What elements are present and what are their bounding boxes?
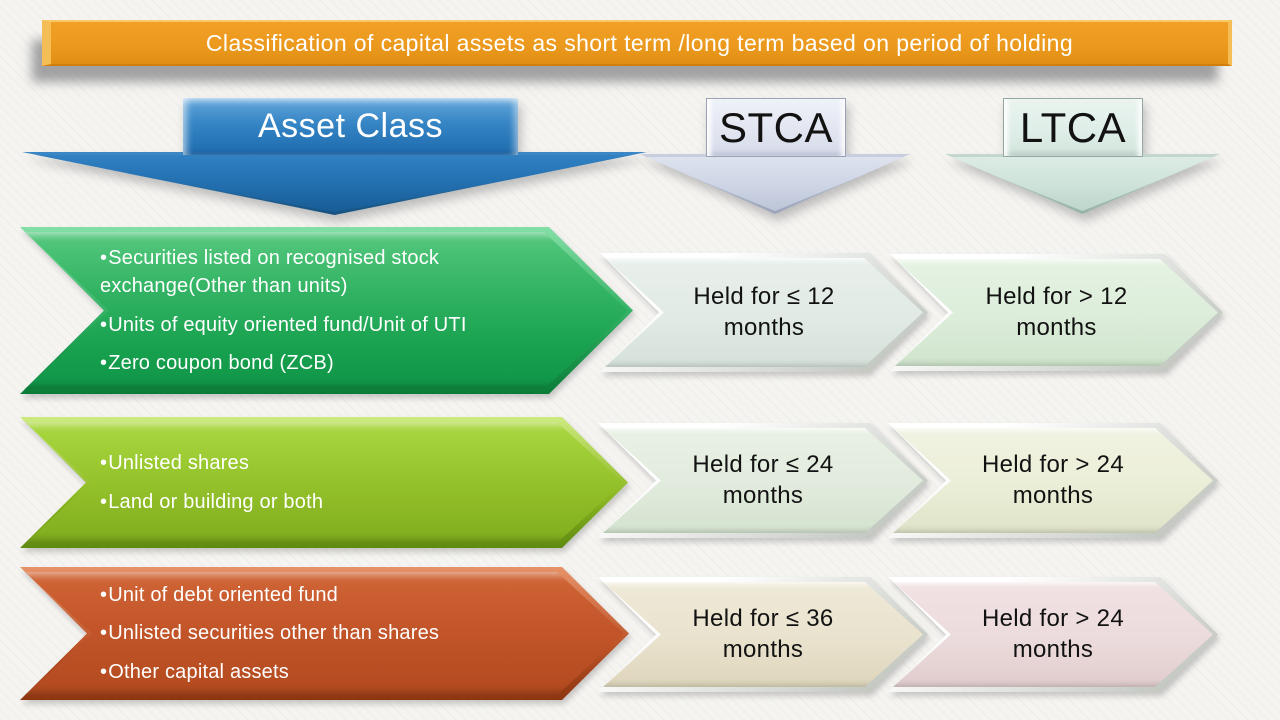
ltca-down-arrow-icon <box>945 154 1220 214</box>
holding-period-line1: Held for ≤ 36 <box>692 604 834 632</box>
holding-period-label: Held for > 24 months <box>888 423 1218 538</box>
ltca-down-arrow-face <box>948 157 1217 211</box>
stca-down-arrow-face <box>643 157 907 211</box>
holding-period-line2: months <box>722 481 804 509</box>
holding-period-line1: Held for > 24 <box>982 604 1124 632</box>
asset-class-header: Asset Class <box>183 98 518 155</box>
asset-class-header-label: Asset Class <box>258 107 443 145</box>
holding-period-label: Held for > 12 months <box>890 254 1223 371</box>
holding-period-line2: months <box>1016 313 1097 341</box>
holding-period-line2: months <box>722 635 804 663</box>
holding-period-line1: Held for > 12 <box>985 282 1128 310</box>
holding-period-line2: months <box>723 313 805 341</box>
asset-item: Unlisted shares <box>100 449 533 477</box>
holding-period-line1: Held for > 24 <box>982 450 1124 478</box>
asset-item: Other capital assets <box>100 658 534 686</box>
holding-period-line2: months <box>1012 635 1094 663</box>
holding-period-line1: Held for ≤ 12 <box>693 282 835 310</box>
asset-item: Units of equity oriented fund/Unit of UT… <box>100 311 538 339</box>
arrow-face <box>25 422 623 543</box>
holding-period-label: Held for ≤ 36 months <box>598 577 928 692</box>
stca-period-chevron-row3: Held for ≤ 36 months <box>598 577 928 692</box>
holding-period-label: Held for > 24 months <box>888 577 1218 692</box>
ltca-header: LTCA <box>1003 98 1143 157</box>
asset-item: Land or building or both <box>100 488 533 516</box>
asset-item: Securities listed on recognised stock ex… <box>100 244 538 301</box>
stca-header: STCA <box>706 98 846 157</box>
asset-list-row2: Unlisted shares Land or building or both <box>20 417 628 548</box>
asset-group-arrow-row2: Unlisted shares Land or building or both <box>20 417 628 548</box>
slide-title: Classification of capital assets as shor… <box>205 29 1074 56</box>
asset-list-row3: Unit of debt oriented fund Unlisted secu… <box>20 567 629 700</box>
holding-period-label: Held for ≤ 24 months <box>598 423 928 538</box>
stca-period-chevron-row1: Held for ≤ 12 months <box>600 253 928 372</box>
title-banner: Classification of capital assets as shor… <box>42 20 1232 66</box>
ltca-period-chevron-row1: Held for > 12 months <box>890 254 1223 371</box>
ltca-period-chevron-row3: Held for > 24 months <box>888 577 1218 692</box>
stca-header-label: STCA <box>718 103 833 151</box>
asset-class-down-arrow-face <box>25 155 644 212</box>
holding-period-line2: months <box>1012 481 1094 509</box>
asset-group-arrow-row1: Securities listed on recognised stock ex… <box>20 227 633 394</box>
holding-period-label: Held for ≤ 12 months <box>600 253 928 372</box>
stca-down-arrow-icon <box>640 154 910 214</box>
holding-period-line1: Held for ≤ 24 <box>692 450 834 478</box>
asset-item: Unlisted securities other than shares <box>100 619 534 647</box>
ltca-period-chevron-row2: Held for > 24 months <box>888 423 1218 538</box>
asset-list-row1: Securities listed on recognised stock ex… <box>20 227 633 394</box>
asset-item: Zero coupon bond (ZCB) <box>100 349 538 377</box>
asset-group-arrow-row3: Unit of debt oriented fund Unlisted secu… <box>20 567 629 700</box>
asset-item: Unit of debt oriented fund <box>100 581 534 609</box>
stca-period-chevron-row2: Held for ≤ 24 months <box>598 423 928 538</box>
asset-class-down-arrow-icon <box>22 152 647 215</box>
ltca-header-label: LTCA <box>1019 103 1127 151</box>
